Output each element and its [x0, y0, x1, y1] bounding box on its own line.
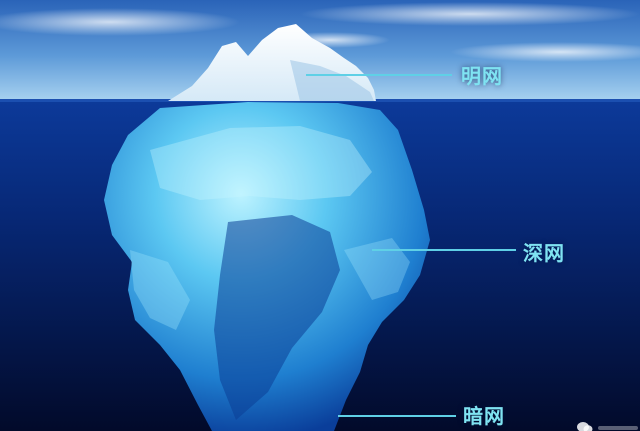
- cloud: [300, 2, 640, 26]
- ice-highlight: [130, 250, 190, 330]
- cloud: [450, 42, 640, 62]
- cloud: [0, 8, 240, 36]
- ice-shadow: [214, 215, 340, 420]
- label-deep-web: 深网: [523, 241, 565, 265]
- ice-highlight: [150, 126, 372, 200]
- ice-highlight: [344, 238, 410, 300]
- wechat-logo-icon: [576, 417, 640, 431]
- tip-shadow: [290, 60, 374, 101]
- label-dark-web: 暗网: [463, 404, 505, 428]
- label-surface-web: 明网: [461, 64, 503, 88]
